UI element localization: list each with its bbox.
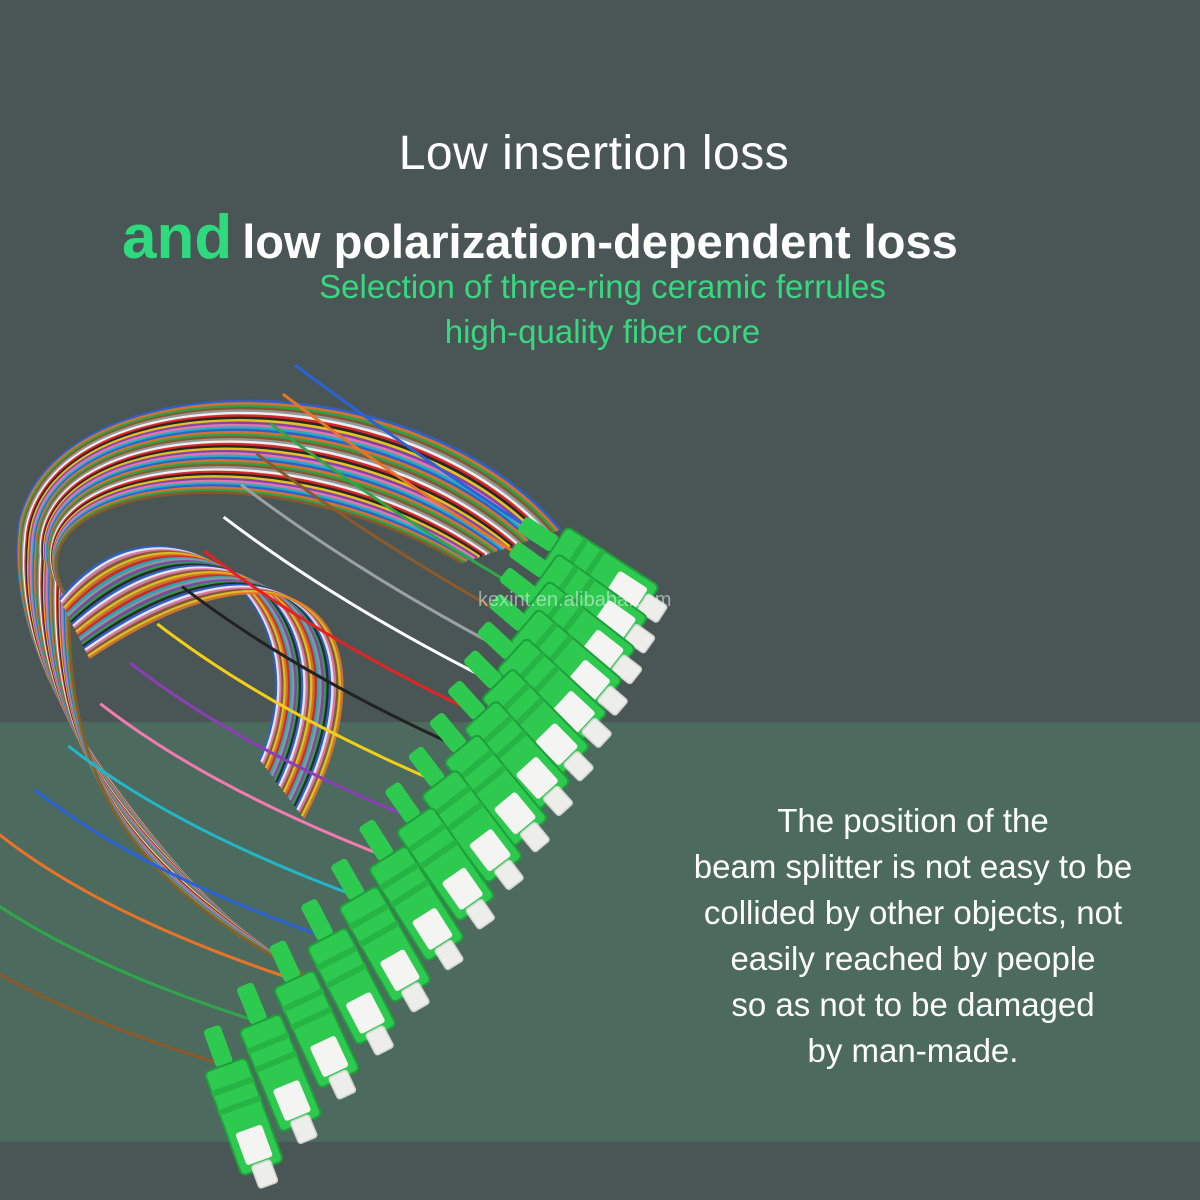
fiber-leads (0, 363, 556, 1067)
description-line: The position of the (777, 802, 1049, 839)
headline-line-2-text: low polarization-dependent loss (242, 215, 958, 268)
description-line: so as not to be damaged (731, 986, 1095, 1023)
sc-connector (385, 782, 495, 930)
sc-connector (489, 594, 628, 716)
headline-line-1: Low insertion loss (398, 127, 790, 180)
headline-accent-word: and (122, 203, 233, 272)
sc-connector (331, 858, 431, 1013)
sc-connector (408, 746, 524, 891)
sc-connector (518, 517, 668, 623)
sc-connector (269, 940, 360, 1100)
sc-connector (499, 567, 643, 685)
subheadline-line-1: Selection of three-ring ceramic ferrules (319, 268, 886, 305)
fiber-loops (16, 399, 562, 981)
sc-connector (429, 713, 550, 853)
description-line: by man-made. (807, 1032, 1019, 1069)
sc-connector (203, 1025, 283, 1189)
description-line: collided by other objects, not (703, 894, 1123, 931)
description-line: easily reached by people (730, 940, 1096, 977)
sc-connector (448, 680, 573, 817)
background-band (0, 722, 1200, 1142)
sc-connector (477, 621, 612, 748)
description-block: The position of the beam splitter is not… (648, 798, 1178, 1074)
watermark: kexint.en.alibaba.com (478, 589, 672, 611)
sc-connectors (203, 517, 668, 1189)
description-line: beam splitter is not easy to be (693, 848, 1133, 885)
sc-connector (237, 982, 322, 1144)
background-bottom (0, 1142, 1200, 1200)
sc-connector (301, 899, 396, 1056)
sc-connector (359, 819, 464, 971)
subheadline-line-2: high-quality fiber core (444, 313, 761, 350)
